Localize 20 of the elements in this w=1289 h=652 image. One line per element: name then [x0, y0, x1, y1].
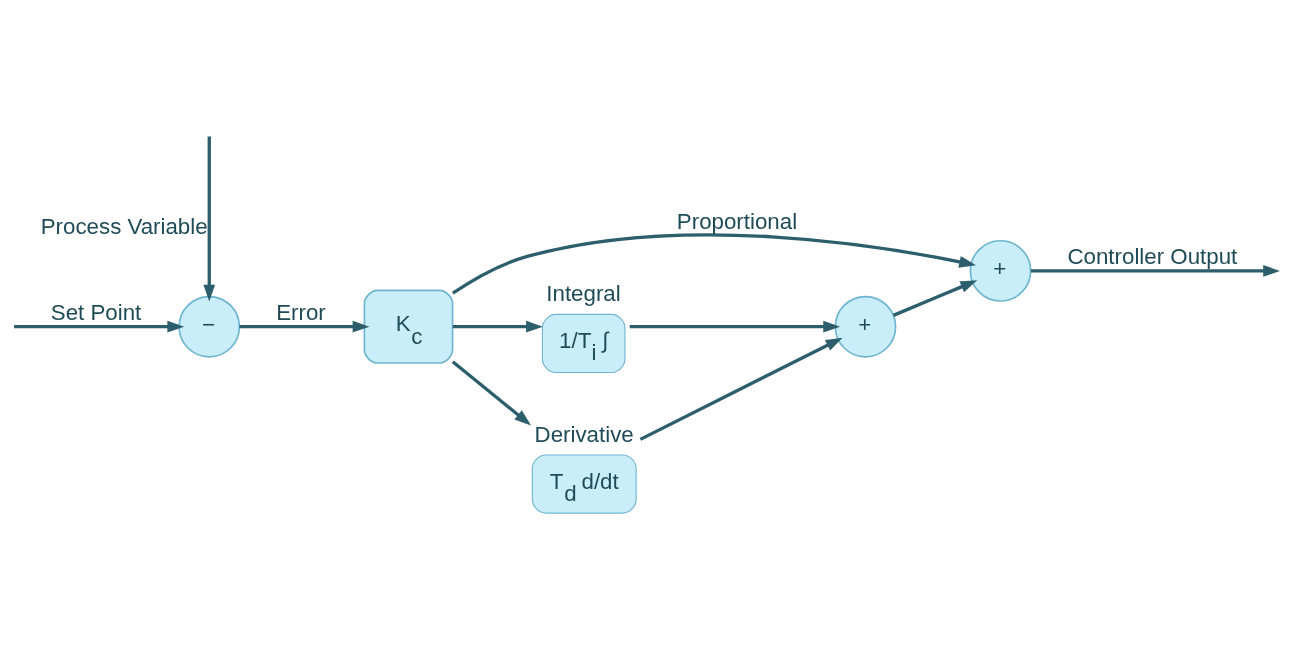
arrow: [452, 320, 543, 333]
arrow: [1030, 264, 1280, 277]
arrow: [451, 232, 976, 295]
arrow: [639, 337, 843, 441]
node-label: Integral: [546, 280, 621, 306]
edge-label: Error: [276, 299, 326, 325]
edge-label: Proportional: [676, 207, 798, 233]
arrow: [14, 320, 185, 333]
arrow: [451, 360, 532, 425]
node-circle: −: [178, 295, 241, 358]
arrow: [203, 136, 216, 302]
edge-label: Process Variable: [40, 213, 208, 239]
arrow: [892, 279, 978, 317]
edge-label: Controller Output: [1067, 243, 1238, 269]
edge-label: Set Point: [50, 299, 142, 325]
node-label: Derivative: [534, 421, 634, 447]
arrow: [239, 320, 370, 333]
node-circle: +: [969, 239, 1032, 302]
arrow: [629, 320, 841, 333]
node-circle: +: [834, 295, 897, 358]
